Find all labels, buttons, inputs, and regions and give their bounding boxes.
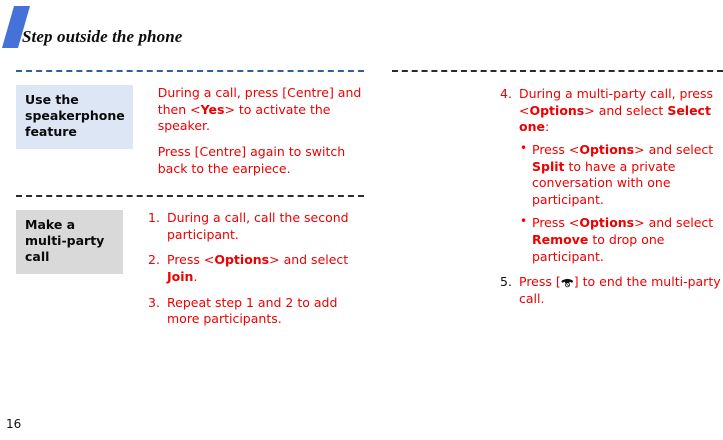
step-number: 5. [500,274,512,290]
list-item: 1. During a call, call the second partic… [148,210,364,243]
bullet-icon: • [520,214,528,229]
section-body-speakerphone: During a call, press [Centre] and then <… [133,85,364,177]
step-number: 3. [148,294,160,310]
section-multiparty: Make a multi-party call 1. During a call… [16,197,364,328]
step-text: During a multi-party call, press <Option… [519,86,714,135]
step-number: 4. [500,86,512,101]
list-item: 3. Repeat step 1 and 2 to add more parti… [148,295,364,328]
step-number: 2. [148,252,160,268]
page-title: Step outside the phone [22,27,183,46]
list-item: • Press <Options> and select Remove to d… [519,214,723,265]
step-list-right-wrapper: 4. During a multi-party call, press <Opt… [392,72,723,308]
bullet-list: • Press <Options> and select Split to ha… [519,140,723,265]
list-item: 4. During a multi-party call, press <Opt… [500,86,723,265]
section-divider-black [392,70,723,72]
section-label-speakerphone: Use the speakerphone feature [16,85,133,149]
section-body-multiparty: 1. During a call, call the second partic… [123,210,364,328]
bullet-text: Press <Options> and select Split to have… [532,141,714,207]
step-text-before-icon: Press [ [519,274,561,290]
paragraph: Press [Centre] again to switch back to t… [157,143,346,176]
step-text: Press <Options> and select Join. [167,252,349,284]
step-text: During a call, call the second participa… [167,210,349,242]
step-number: 1. [148,210,160,226]
step-text-after-icon: ] to end the multi-party call. [519,274,721,306]
section-divider-blue [16,70,364,72]
list-item: 5. Press [] to end the multi-party call. [500,274,723,307]
list-item: • Press <Options> and select Split to ha… [519,140,723,209]
step-text: Repeat step 1 and 2 to add more particip… [167,294,338,327]
bullet-icon: • [520,140,528,155]
left-column: Use the speakerphone feature During a ca… [16,70,364,328]
paragraph: During a call, press [Centre] and then <… [157,85,362,134]
section-speakerphone: Use the speakerphone feature During a ca… [16,72,364,177]
page-header: Step outside the phone [0,0,723,62]
list-item: 2. Press <Options> and select Join. [148,252,364,285]
section-divider-black [16,195,364,198]
end-call-icon [561,276,574,288]
bullet-text: Press <Options> and select Remove to dro… [532,215,714,264]
right-column: 4. During a multi-party call, press <Opt… [392,70,723,308]
step-list-left: 1. During a call, call the second partic… [148,210,364,328]
section-label-multiparty: Make a multi-party call [16,210,123,274]
page-number: 16 [6,417,22,431]
step-list-right: 4. During a multi-party call, press <Opt… [500,86,723,308]
